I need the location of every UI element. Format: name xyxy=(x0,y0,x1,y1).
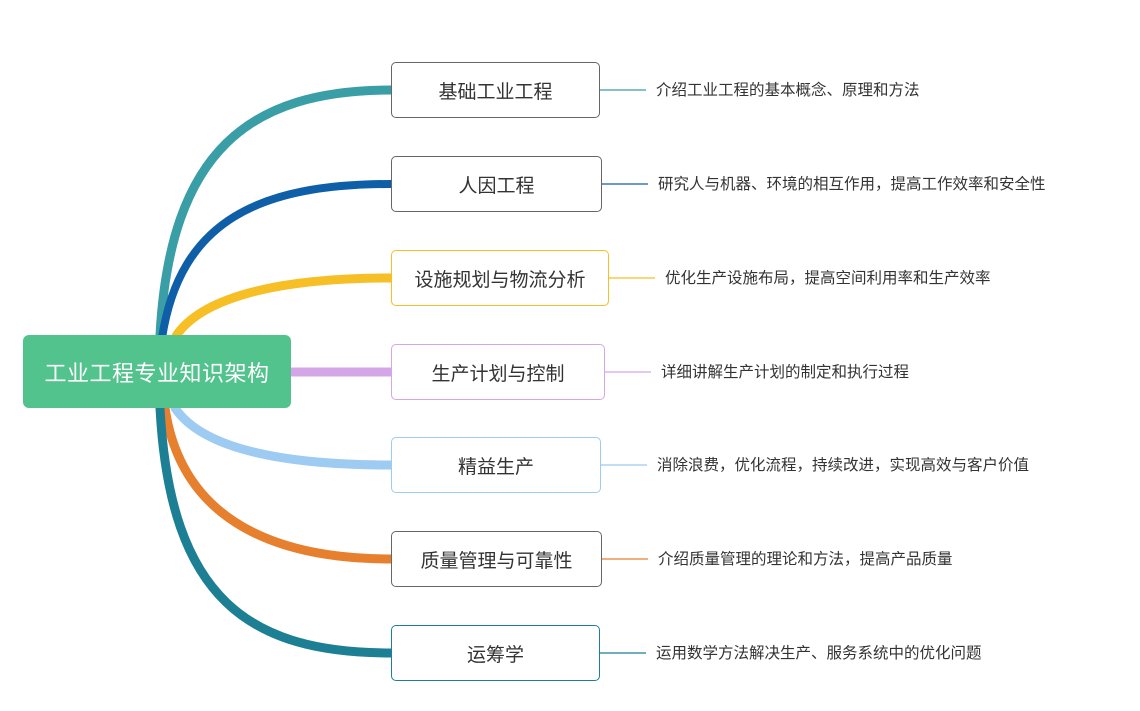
topic-description: 研究人与机器、环境的相互作用，提高工作效率和安全性 xyxy=(658,175,1046,193)
topic-basic-ie[interactable]: 基础工业工程 xyxy=(391,62,600,118)
branch-connector-2 xyxy=(158,180,395,342)
topic-description: 优化生产设施布局，提高空间利用率和生产效率 xyxy=(665,269,991,287)
topic-facility-planning[interactable]: 设施规划与物流分析 xyxy=(391,250,609,306)
branch-connector-3 xyxy=(171,273,396,341)
topic-human-factors[interactable]: 人因工程 xyxy=(391,156,602,212)
topic-production-planning[interactable]: 生产计划与控制 xyxy=(391,344,605,400)
branch-connector-6 xyxy=(160,403,396,564)
topic-operations-research[interactable]: 运筹学 xyxy=(391,625,600,681)
topic-description: 详细讲解生产计划的制定和执行过程 xyxy=(661,363,910,381)
topic-lean-production[interactable]: 精益生产 xyxy=(391,437,601,493)
topic-description: 介绍质量管理的理论和方法，提高产品质量 xyxy=(658,550,953,568)
root-topic[interactable]: 工业工程专业知识架构 xyxy=(23,335,291,408)
topic-description: 介绍工业工程的基本概念、原理和方法 xyxy=(656,81,920,99)
branch-connector-1 xyxy=(155,85,396,340)
branch-connector-7 xyxy=(155,403,396,658)
topic-quality-management[interactable]: 质量管理与可靠性 xyxy=(391,531,602,587)
topic-description: 运用数学方法解决生产、服务系统中的优化问题 xyxy=(656,644,982,662)
topic-description: 消除浪费，优化流程，持续改进，实现高效与客户价值 xyxy=(657,456,1030,474)
branch-connector-5 xyxy=(170,403,396,470)
